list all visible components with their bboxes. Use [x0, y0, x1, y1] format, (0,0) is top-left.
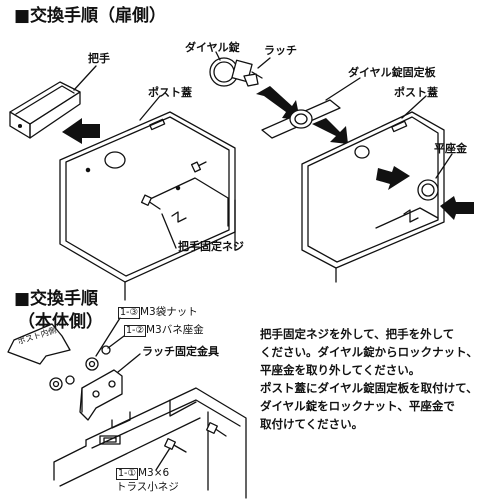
instruction-line: 取付けてください。	[260, 417, 364, 431]
label-handle-screw: 把手固定ネジ	[178, 240, 244, 253]
post-lid-left	[59, 111, 236, 301]
label-latch-bracket: ラッチ固定金具	[142, 345, 219, 358]
nut-2	[49, 377, 63, 391]
part-label-screw-type: トラス小ネジ	[116, 481, 179, 493]
post-inside-arrow	[7, 323, 71, 365]
label-dial-lock-plate: ダイヤル錠固定板	[348, 66, 436, 79]
part-index: 1-①	[116, 468, 138, 480]
part-name: M3バネ座金	[146, 324, 204, 336]
part-index: 1-③	[118, 307, 140, 319]
handle-part	[9, 81, 81, 139]
section2-subtitle: （本体側）	[18, 312, 103, 332]
part-index: 1-②	[124, 325, 146, 337]
washer-2	[65, 375, 75, 385]
nut-1	[85, 357, 99, 371]
label-post-lid-left: ポスト蓋	[148, 86, 192, 99]
instruction-line: ください。ダイヤル錠からロックナット、	[260, 345, 478, 359]
screw-bottom-2	[206, 422, 227, 437]
instruction-line: 平座金を取り外してください。	[260, 363, 421, 377]
arrow-dial-in	[376, 166, 410, 190]
screw-upper-left	[190, 161, 207, 173]
instruction-line: 把手固定ネジを外して、把手を外して	[260, 327, 455, 341]
part-name: M3袋ナット	[140, 306, 198, 318]
section2-title: ■交換手順	[14, 289, 99, 309]
arrow-dial-down	[256, 86, 300, 120]
label-flat-washer: 平座金	[434, 142, 467, 155]
label-post-lid-right: ポスト蓋	[394, 86, 438, 99]
screw-lower-left	[140, 194, 161, 210]
arrow-handle	[62, 118, 100, 144]
instruction-line: ポスト蓋にダイヤル錠固定板を取付けて、	[260, 381, 478, 395]
label-handle: 把手	[88, 52, 110, 65]
instruction-line: ダイヤル錠をロックナット、平座金で	[260, 399, 455, 413]
arrow-plate-down	[312, 118, 348, 144]
latch-bracket-part	[79, 369, 123, 421]
flat-washer-part	[417, 179, 439, 201]
label-dial-lock: ダイヤル錠	[185, 41, 240, 54]
lock-plate	[261, 99, 341, 139]
part-name: M3×6	[138, 467, 170, 479]
label-latch: ラッチ	[264, 44, 297, 57]
instructions: 把手固定ネジを外して、把手を外して ください。ダイヤル錠からロックナット、 平座…	[260, 325, 496, 433]
body-panel	[53, 387, 247, 499]
arrow-washer-in	[440, 196, 474, 220]
screw-bottom-1	[164, 438, 187, 453]
dial-lock-part	[209, 57, 263, 87]
section1-title: ■交換手順（扉側）	[14, 6, 167, 26]
post-lid-right	[301, 111, 445, 283]
